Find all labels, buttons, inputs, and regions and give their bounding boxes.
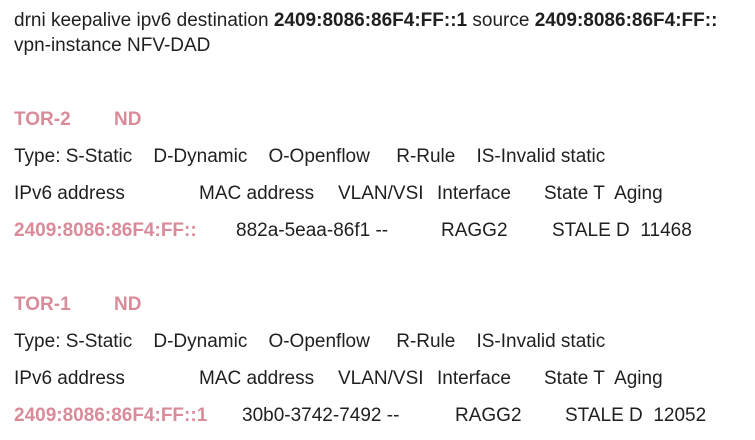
header-state-aging: State T Aging (544, 368, 663, 389)
row-mac: 882a-5eaa-86f1 -- (236, 220, 389, 241)
table-name: ND (114, 109, 142, 130)
device-name: TOR-2 (14, 109, 71, 130)
header-mac: MAC address (199, 183, 315, 204)
header-ipv6: IPv6 address (14, 183, 125, 204)
device-name: TOR-1 (14, 294, 71, 315)
section-heading-tor2: TOR-2 ND (14, 108, 141, 132)
type-legend: Type: S-Static D-Dynamic O-Openflow R-Ru… (14, 146, 606, 167)
command-line-2: vpn-instance NFV-DAD (14, 35, 211, 56)
row-interface: RAGG2 (441, 220, 508, 241)
table-name: ND (114, 294, 142, 315)
type-legend: Type: S-Static D-Dynamic O-Openflow R-Ru… (14, 331, 606, 352)
row-state-aging: STALE D 11468 (552, 220, 692, 241)
header-ipv6: IPv6 address (14, 368, 125, 389)
destination-address: 2409:8086:86F4:FF::1 (273, 10, 468, 31)
row-ipv6: 2409:8086:86F4:FF:: (14, 220, 197, 241)
header-vlan: VLAN/VSI (338, 183, 424, 204)
header-state-aging: State T Aging (544, 183, 663, 204)
section-heading-tor1: TOR-1 ND (14, 293, 141, 317)
header-interface: Interface (437, 368, 511, 389)
command-line-1: drni keepalive ipv6 destination 2409:808… (14, 9, 717, 33)
row-interface: RAGG2 (455, 405, 522, 426)
source-address: 2409:8086:86F4:FF:: (534, 10, 718, 31)
row-state-aging: STALE D 12052 (565, 405, 707, 426)
command-text-source: source (467, 10, 535, 31)
header-vlan: VLAN/VSI (338, 368, 424, 389)
row-ipv6: 2409:8086:86F4:FF::1 (14, 405, 208, 426)
header-interface: Interface (437, 183, 511, 204)
header-mac: MAC address (199, 368, 315, 389)
command-text: drni keepalive ipv6 destination (14, 10, 274, 31)
row-mac: 30b0-3742-7492 -- (242, 405, 400, 426)
